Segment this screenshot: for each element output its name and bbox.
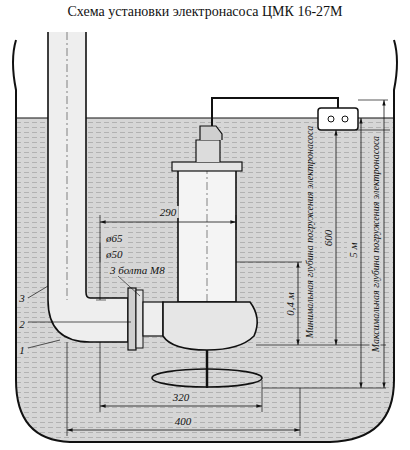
diameter-label: ø65 <box>104 232 125 244</box>
title: Схема установки электронасоса ЦМК 16-27М <box>0 4 410 20</box>
note: Максимальная глубина погружения электрон… <box>370 134 381 354</box>
dimension: 600 <box>322 228 334 249</box>
dimension: 0,4 м <box>284 290 296 318</box>
dimension: 320 <box>171 391 192 403</box>
callout-number: 2 <box>17 318 27 330</box>
dimension: 5 м <box>347 240 359 259</box>
note: Минимальная глубина погружения электрона… <box>304 124 315 341</box>
dimension: 290 <box>158 206 179 218</box>
callout-number: 1 <box>17 344 27 356</box>
diameter-label: ø50 <box>104 248 125 260</box>
callout-number: 3 <box>17 292 27 304</box>
dimension: 400 <box>173 415 194 427</box>
bolt-label: 3 болта М8 <box>108 264 167 276</box>
